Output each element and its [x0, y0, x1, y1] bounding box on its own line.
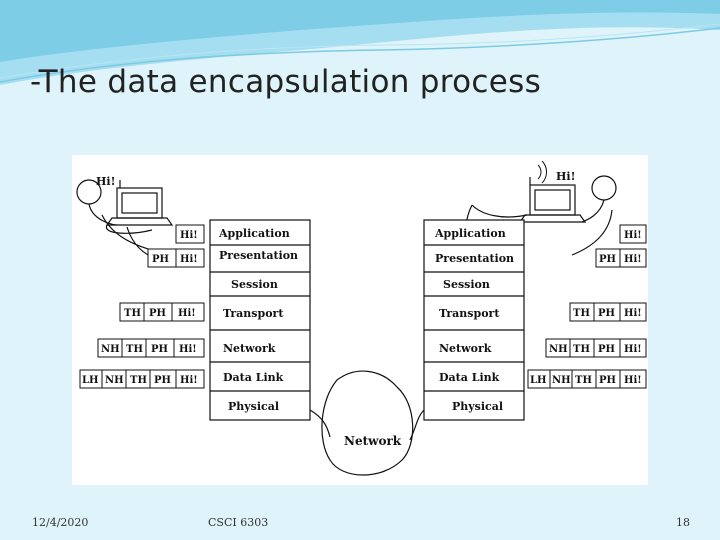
right-layer-session: Session: [443, 278, 490, 291]
right-app-hi: Hi!: [624, 230, 642, 241]
right-pres-hi: Hi!: [624, 254, 642, 265]
left-layer-network: Network: [223, 342, 276, 355]
right-net-nh: NH: [549, 344, 568, 355]
left-header-net: [97, 338, 205, 358]
left-layer-presentation: Presentation: [219, 249, 298, 262]
right-layer-transport: Transport: [439, 307, 500, 320]
network-cloud: [321, 370, 414, 476]
left-layer-session: Session: [231, 278, 278, 291]
network-label: Network: [344, 434, 402, 448]
left-dl-hi: Hi!: [180, 375, 198, 386]
right-net-th: TH: [573, 344, 590, 355]
right-header-net: [545, 338, 647, 358]
right-dl-lh: LH: [530, 375, 546, 386]
left-header-app: [175, 224, 205, 244]
right-header-pres: [595, 248, 647, 268]
left-pres-ph: PH: [152, 254, 169, 265]
right-computer-icon: [518, 160, 617, 223]
left-header-trans: [119, 302, 205, 322]
left-computer-icon: [76, 179, 174, 234]
right-net-hi: Hi!: [624, 344, 642, 355]
left-pres-hi: Hi!: [180, 254, 198, 265]
right-layer-application: Application: [434, 227, 506, 240]
left-app-hi: Hi!: [180, 230, 198, 241]
left-dl-th: TH: [130, 375, 147, 386]
left-layer-transport: Transport: [223, 307, 284, 320]
left-net-nh: NH: [101, 344, 120, 355]
right-dl-hi: Hi!: [624, 375, 642, 386]
footer-course: CSCI 6303: [208, 516, 269, 529]
left-net-ph: PH: [151, 344, 168, 355]
left-net-hi: Hi!: [179, 344, 197, 355]
right-header-trans: [569, 302, 647, 322]
left-trans-th: TH: [124, 308, 141, 319]
left-header-pres: [147, 248, 205, 268]
right-link-line: [409, 409, 425, 441]
diagram-canvas: Hi! Hi! Application Presentation Session…: [76, 160, 647, 476]
left-layer-application: Application: [218, 227, 290, 240]
right-layer-datalink: Data Link: [439, 371, 500, 384]
right-dl-ph: PH: [599, 375, 616, 386]
left-layer-datalink: Data Link: [223, 371, 284, 384]
right-trans-hi: Hi!: [624, 308, 642, 319]
right-trans-ph: PH: [598, 308, 615, 319]
left-net-th: TH: [126, 344, 143, 355]
left-dl-nh: NH: [105, 375, 124, 386]
right-layer-presentation: Presentation: [435, 252, 514, 265]
right-header-app: [619, 224, 647, 244]
left-greeting-label: Hi!: [96, 175, 115, 188]
left-dl-ph: PH: [154, 375, 171, 386]
slide-title: -The data encapsulation process: [30, 64, 542, 100]
left-header-dl: [79, 369, 205, 389]
right-trans-th: TH: [573, 308, 590, 319]
right-dl-nh: NH: [552, 375, 571, 386]
right-dl-th: TH: [575, 375, 592, 386]
left-osi-stack: [209, 219, 311, 421]
right-layer-network: Network: [439, 342, 492, 355]
left-link-line: [309, 409, 331, 438]
left-trans-hi: Hi!: [178, 308, 196, 319]
right-net-ph: PH: [598, 344, 615, 355]
encapsulation-diagram: Hi! Hi! Application Presentation Session…: [72, 155, 648, 485]
right-greeting-label: Hi!: [556, 170, 575, 183]
left-dl-lh: LH: [82, 375, 98, 386]
left-layer-physical: Physical: [228, 400, 279, 413]
right-osi-stack: [423, 219, 525, 421]
right-pres-ph: PH: [599, 254, 616, 265]
left-trans-ph: PH: [149, 308, 166, 319]
right-header-dl: [527, 369, 647, 389]
footer-page-number: 18: [676, 516, 690, 529]
right-layer-physical: Physical: [452, 400, 503, 413]
footer-date: 12/4/2020: [32, 516, 89, 529]
